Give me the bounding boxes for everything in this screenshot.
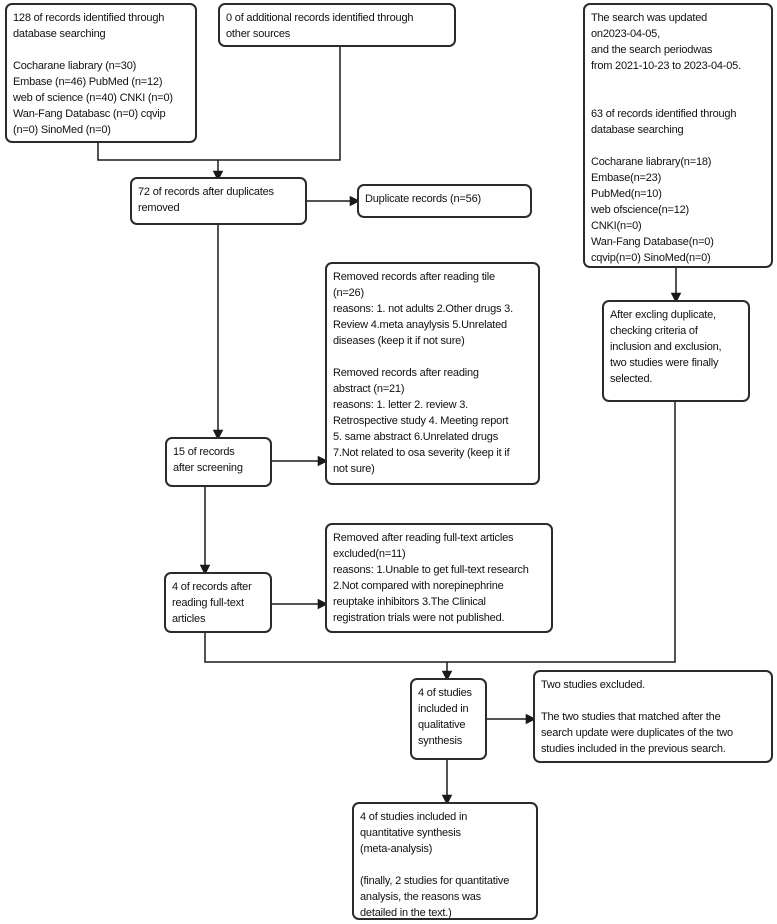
box-removed-fulltext-reasons: Removed after reading full-text articles…: [325, 523, 553, 633]
box-removed-title-abstract-reasons: Removed records after reading tile(n=26)…: [325, 262, 540, 485]
box-duplicate-records: Duplicate records (n=56): [357, 184, 532, 218]
box-update-two-studies-excluded: Two studies excluded. The two studies th…: [533, 670, 773, 763]
box-update-two-studies-selected: After excling duplicate,checking criteri…: [602, 300, 750, 402]
box-additional-records-other-sources: 0 of additional records identified throu…: [218, 3, 456, 47]
